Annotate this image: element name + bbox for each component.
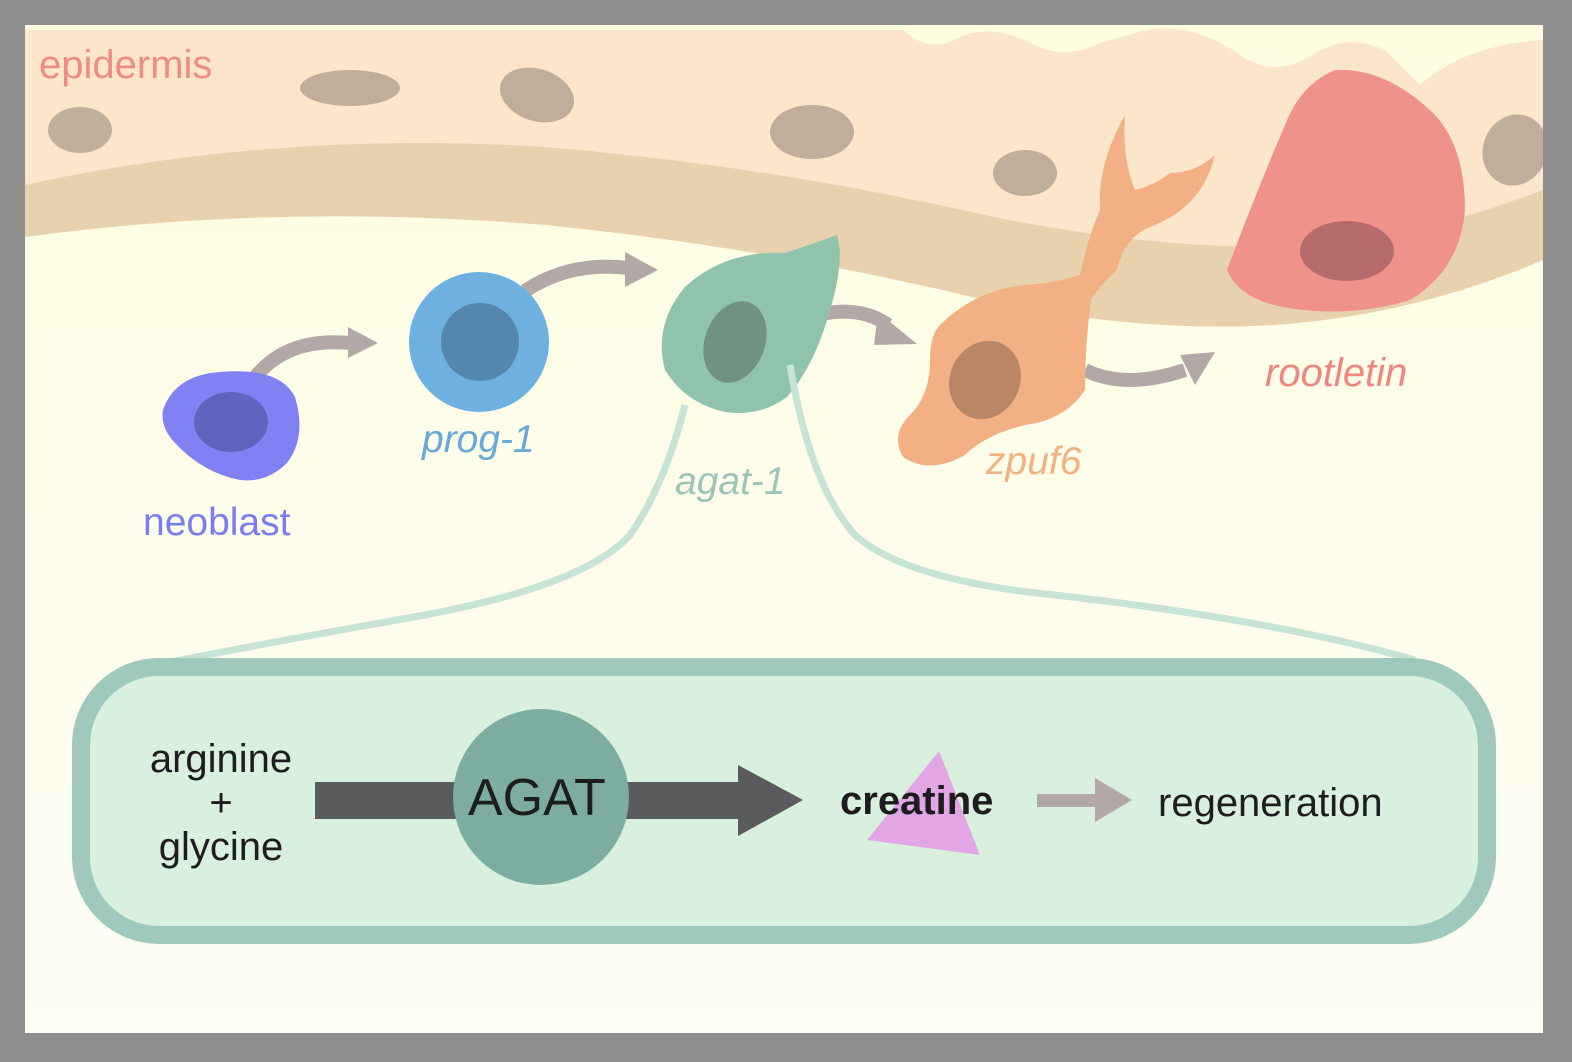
prog1-label: prog-1	[422, 418, 535, 461]
product-label: creatine	[840, 779, 994, 823]
epidermal-nucleus	[499, 67, 575, 123]
outcome-arrow-shaft	[1037, 794, 1099, 807]
creatine-triangle	[867, 751, 980, 855]
rootletin-nucleus	[1300, 221, 1394, 281]
agat-enzyme-circle	[453, 709, 629, 885]
agat1-nucleus	[703, 301, 767, 383]
outcome-label: regeneration	[1158, 781, 1383, 825]
substrate-plus: +	[209, 781, 233, 825]
prog1-nucleus	[441, 303, 519, 381]
reaction-arrow-head	[738, 765, 803, 836]
neoblast-label: neoblast	[143, 501, 291, 544]
rootletin-cell	[1227, 69, 1465, 312]
zpuf6-label: zpuf6	[986, 440, 1082, 483]
zoom-connector-left	[154, 404, 689, 669]
lineage-arrow-zpuf6-to-rootletin	[1081, 352, 1215, 387]
basement-membrane-band	[25, 142, 1543, 327]
zoom-connector-right	[786, 364, 1416, 664]
diagram-canvas	[25, 25, 1543, 1033]
substrate-glycine: glycine	[158, 825, 284, 869]
epidermal-nucleus	[48, 107, 112, 153]
substrate-arginine: arginine	[149, 737, 293, 781]
lineage-arrow-neoblast-to-prog1	[247, 327, 378, 385]
figure-panel: epidermis neoblast prog-1 agat-1 zpuf6 r…	[25, 25, 1543, 1033]
epidermal-nucleus	[993, 150, 1057, 196]
rootletin-label: rootletin	[1265, 351, 1408, 395]
substrates-label: arginine + glycine	[128, 737, 314, 869]
zpuf6-nucleus	[949, 340, 1021, 420]
lineage-arrow-prog1-to-agat1	[521, 252, 658, 297]
epidermal-nucleus	[1482, 114, 1543, 186]
enzyme-label: AGAT	[468, 769, 606, 827]
epidermal-nucleus	[300, 70, 400, 106]
epidermal-nucleus	[770, 105, 854, 159]
outcome-arrow-head	[1095, 778, 1132, 822]
agat1-label: agat-1	[675, 460, 786, 503]
neoblast-nucleus	[194, 392, 268, 452]
epidermis-label: epidermis	[39, 43, 213, 87]
